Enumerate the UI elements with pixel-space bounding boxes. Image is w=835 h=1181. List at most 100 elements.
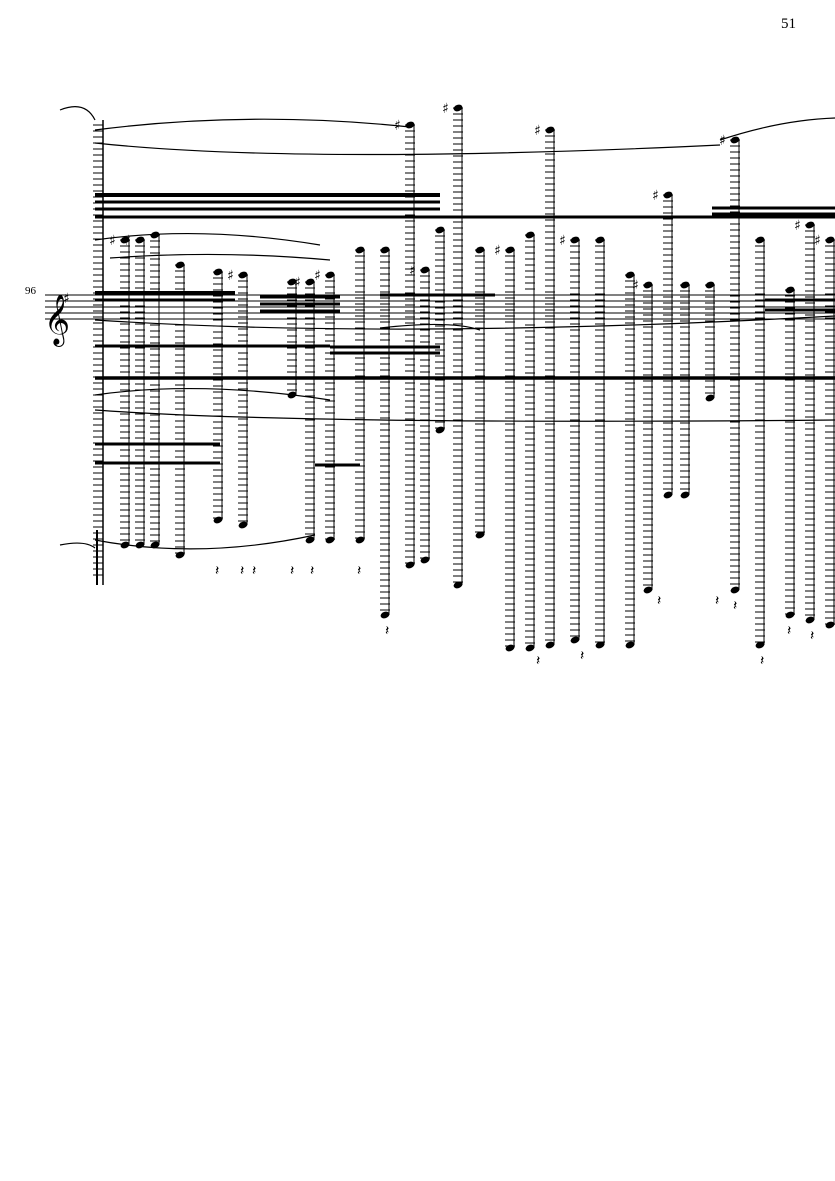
quarter-rest-icon: 𝄽 (760, 653, 764, 669)
sharp-icon: ♯ (719, 133, 726, 149)
notehead (755, 236, 765, 244)
notehead (705, 281, 715, 289)
notehead (825, 236, 835, 244)
quarter-rest-icon: 𝄽 (385, 623, 389, 639)
sharp-icon: ♯ (559, 233, 566, 249)
treble-clef-icon: 𝄞 (44, 294, 70, 347)
notehead (435, 426, 445, 434)
notehead (325, 271, 335, 279)
notehead (705, 394, 715, 402)
notehead (238, 271, 248, 279)
notehead (680, 281, 690, 289)
sharp-icon: ♯ (409, 263, 416, 279)
sharp-icon: ♯ (794, 218, 801, 234)
notehead (525, 231, 535, 239)
quarter-rest-icon: 𝄽 (290, 563, 294, 579)
notehead (420, 266, 430, 274)
sharp-icon: ♯ (227, 268, 234, 284)
notehead (238, 521, 248, 529)
slur (94, 387, 331, 401)
notehead (453, 104, 463, 112)
sharp-icon: ♯ (632, 278, 639, 294)
notehead (570, 636, 580, 644)
notehead (625, 271, 635, 279)
notehead (663, 491, 673, 499)
notehead (663, 191, 673, 199)
notehead (435, 226, 445, 234)
notehead (785, 611, 795, 619)
notehead (475, 531, 485, 539)
notehead (475, 246, 485, 254)
slur (94, 409, 835, 422)
notehead (730, 136, 740, 144)
page-number: 51 (781, 16, 796, 32)
sharp-icon: ♯ (109, 233, 116, 249)
notehead (805, 221, 815, 229)
notehead (595, 641, 605, 649)
sharp-icon: ♯ (814, 233, 821, 249)
notehead (545, 641, 555, 649)
slur (59, 106, 96, 121)
quarter-rest-icon: 𝄽 (787, 623, 791, 639)
notehead (625, 641, 635, 649)
notehead (380, 611, 390, 619)
slur (94, 315, 835, 330)
sharp-icon: ♯ (294, 275, 301, 291)
quarter-rest-icon: 𝄽 (733, 598, 737, 614)
notehead (175, 551, 185, 559)
notehead (305, 278, 315, 286)
slur (94, 142, 721, 156)
sharp-icon: ♯ (314, 268, 321, 284)
slur (94, 534, 316, 550)
notehead (150, 541, 160, 549)
notehead (643, 586, 653, 594)
quarter-rest-icon: 𝄽 (810, 628, 814, 644)
notehead (643, 281, 653, 289)
quarter-rest-icon: 𝄽 (536, 653, 540, 669)
notehead (730, 586, 740, 594)
notehead (380, 246, 390, 254)
notehead (505, 246, 515, 254)
notehead (825, 621, 835, 629)
notehead (505, 644, 515, 652)
notehead (680, 491, 690, 499)
sharp-icon: ♯ (442, 101, 449, 117)
quarter-rest-icon: 𝄽 (357, 563, 361, 579)
quarter-rest-icon: 𝄽 (215, 563, 219, 579)
quarter-rest-icon: 𝄽 (657, 593, 661, 609)
notehead (355, 246, 365, 254)
slur (719, 117, 835, 141)
slur (379, 323, 481, 331)
notehead (785, 286, 795, 294)
sharp-icon: ♯ (534, 123, 541, 139)
notehead (213, 516, 223, 524)
notehead (355, 536, 365, 544)
quarter-rest-icon: 𝄽 (310, 563, 314, 579)
notehead (405, 561, 415, 569)
notehead (150, 231, 160, 239)
notehead (805, 616, 815, 624)
quarter-rest-icon: 𝄽 (580, 648, 584, 664)
quarter-rest-icon: 𝄽 (715, 593, 719, 609)
key-signature-sharp-icon: ♯ (63, 291, 70, 307)
notehead (545, 126, 555, 134)
notehead (755, 641, 765, 649)
sharp-icon: ♯ (124, 233, 131, 249)
notehead (135, 236, 145, 244)
notehead (120, 236, 130, 244)
slur (94, 118, 411, 131)
notehead (325, 536, 335, 544)
notehead (287, 278, 297, 286)
notehead (525, 644, 535, 652)
notehead (175, 261, 185, 269)
quarter-rest-icon: 𝄽 (252, 563, 256, 579)
notehead (595, 236, 605, 244)
notehead (570, 236, 580, 244)
sharp-icon: ♯ (652, 188, 659, 204)
notehead (213, 268, 223, 276)
notehead (420, 556, 430, 564)
notehead (453, 581, 463, 589)
measure-number: 96 (25, 285, 36, 297)
